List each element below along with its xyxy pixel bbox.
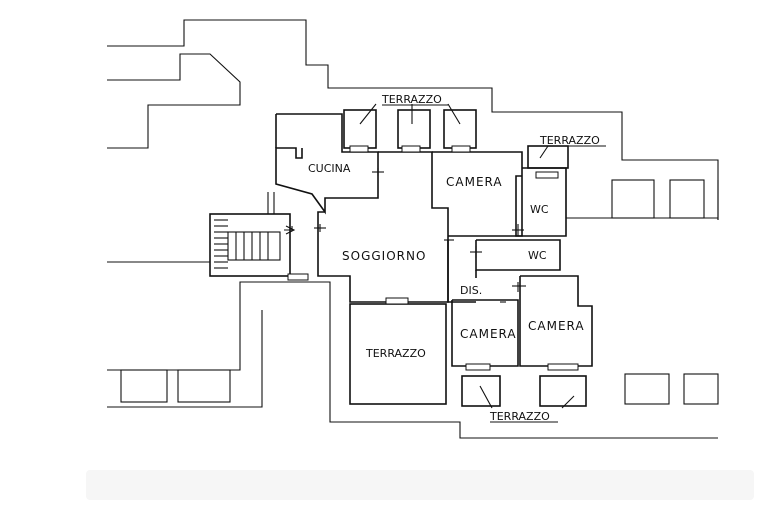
leader-lines bbox=[359, 103, 575, 409]
label-camera-bottom-right: CAMERA bbox=[528, 319, 585, 333]
label-terrazzo-bottom: TERRAZZO bbox=[489, 410, 550, 423]
label-wc-top: WC bbox=[530, 203, 549, 216]
apartment-walls bbox=[275, 109, 593, 407]
label-terrazzo-main: TERRAZZO bbox=[365, 347, 426, 360]
staircase bbox=[209, 192, 296, 277]
label-terrazzo-top: TERRAZZO bbox=[381, 93, 442, 106]
label-camera-bottom-left: CAMERA bbox=[460, 327, 517, 341]
label-terrazzo-right: TERRAZZO bbox=[539, 134, 600, 147]
label-dis: DIS. bbox=[460, 284, 482, 297]
label-wc-middle: WC bbox=[528, 249, 547, 262]
window-markers bbox=[287, 145, 579, 371]
context-outline bbox=[107, 19, 719, 439]
label-camera-top: CAMERA bbox=[446, 175, 503, 189]
label-soggiorno: SOGGIORNO bbox=[342, 249, 426, 263]
bottom-strip bbox=[86, 470, 754, 500]
room-labels: TERRAZZO TERRAZZO CUCINA CAMERA WC SOGGI… bbox=[308, 93, 606, 423]
label-cucina: CUCINA bbox=[308, 162, 351, 175]
